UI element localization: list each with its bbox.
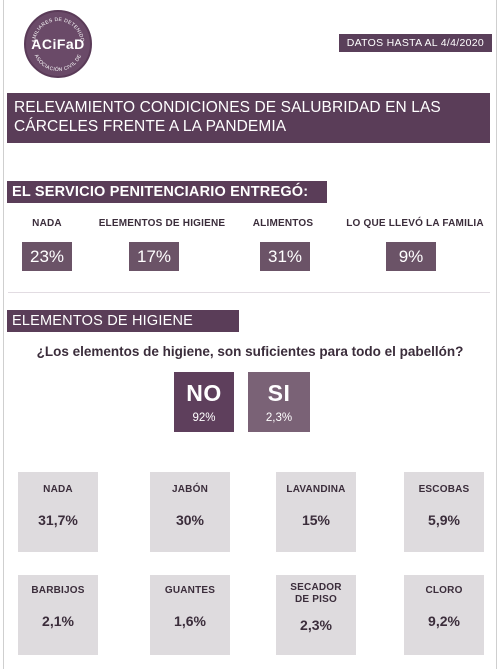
item-card-nada: NADA 31,7% <box>18 472 98 552</box>
item-card-value: 5,9% <box>428 512 460 528</box>
item-card-value: 30% <box>175 512 205 528</box>
answer-si-value: 2,3% <box>265 412 293 424</box>
stat-value-alimentos: 31% <box>260 242 310 271</box>
item-card-label: SECADOR DE PISO <box>290 582 342 605</box>
answer-no-value: 92% <box>192 412 216 424</box>
stat-label-alimentos: ALIMENTOS <box>252 218 314 229</box>
section-header-entrego: EL SERVICIO PENITENCIARIO ENTREGÓ: <box>7 181 327 203</box>
logo-ring-text-bottom: ASOCIACIÓN CIVIL DE <box>33 53 83 73</box>
svg-text:ASOCIACIÓN CIVIL DE: ASOCIACIÓN CIVIL DE <box>33 53 83 73</box>
stat-label-elementos-higiene: ELEMENTOS DE HIGIENE <box>98 218 226 229</box>
item-card-value: 1,6% <box>174 613 206 629</box>
stat-value-elementos-higiene: 17% <box>129 242 179 271</box>
item-card-jabon: JABÓN 30% <box>150 472 230 552</box>
divider <box>8 292 490 293</box>
item-card-guantes: GUANTES 1,6% <box>150 575 230 655</box>
section-header-higiene: ELEMENTOS DE HIGIENE <box>7 310 239 332</box>
stat-value-familia: 9% <box>386 242 436 271</box>
item-card-value: 2,1% <box>42 613 74 629</box>
answer-no-label: NO <box>186 380 222 406</box>
question-text: ¿Los elementos de higiene, son suficient… <box>36 344 464 359</box>
item-card-label: NADA <box>43 484 73 495</box>
stat-label-nada: NADA <box>32 218 62 229</box>
item-card-label: ESCOBAS <box>418 484 470 495</box>
date-badge: DATOS HASTA AL 4/4/2020 <box>338 34 492 52</box>
logo-name: ACiFaD <box>31 36 85 52</box>
item-card-value: 2,3% <box>300 617 332 633</box>
stat-value-nada: 23% <box>22 242 72 271</box>
item-card-label: BARBIJOS <box>31 585 85 596</box>
item-card-value: 15% <box>301 512 331 528</box>
item-card-barbijos: BARBIJOS 2,1% <box>18 575 98 655</box>
item-card-label: GUANTES <box>164 585 216 596</box>
item-card-escobas: ESCOBAS 5,9% <box>404 472 484 552</box>
item-card-lavandina: LAVANDINA 15% <box>276 472 356 552</box>
item-card-label: JABÓN <box>171 484 208 495</box>
answer-no-box: NO 92% <box>174 372 234 432</box>
answer-si-box: SI 2,3% <box>248 372 310 432</box>
item-card-value: 9,2% <box>428 613 460 629</box>
answer-si-label: SI <box>267 380 291 406</box>
page-title: RELEVAMIENTO CONDICIONES DE SALUBRIDAD E… <box>7 93 490 143</box>
stat-label-familia: LO QUE LLEVÓ LA FAMILIA <box>346 218 484 229</box>
item-card-label: LAVANDINA <box>286 484 346 495</box>
item-card-secador: SECADOR DE PISO 2,3% <box>276 575 356 655</box>
item-card-label: CLORO <box>425 585 463 596</box>
acifad-logo: FAMILIARES DE DETENIDOS ASOCIACIÓN CIVIL… <box>24 10 92 78</box>
item-card-cloro: CLORO 9,2% <box>404 575 484 655</box>
item-card-value: 31,7% <box>38 512 78 528</box>
